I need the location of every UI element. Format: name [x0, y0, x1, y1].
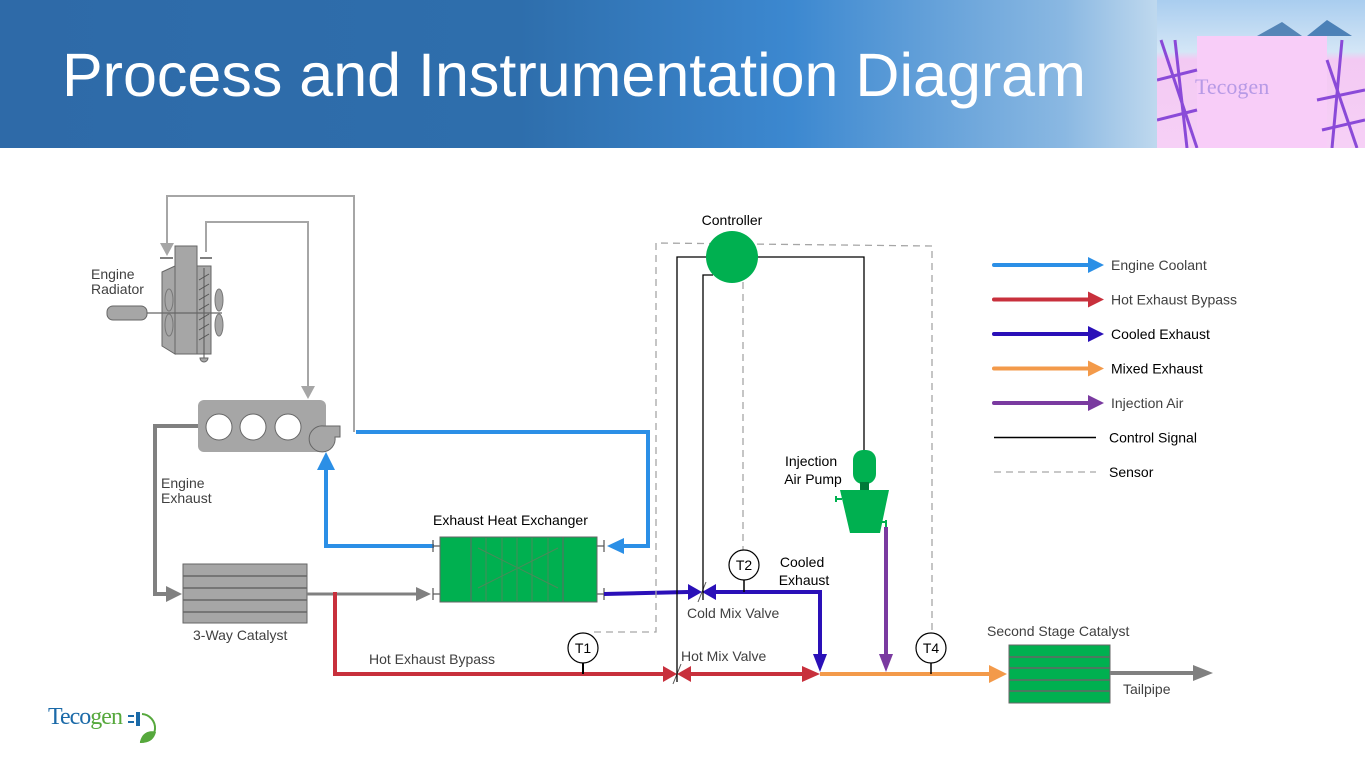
building-graphic — [1157, 20, 1365, 148]
hot-bypass-mix-arrow — [802, 666, 820, 682]
sensor-t1: T1 — [567, 632, 599, 674]
hot-exhaust-bypass-line — [333, 592, 664, 676]
coolant-hx-inlet-arrow — [607, 538, 624, 554]
svg-text:T4: T4 — [923, 640, 940, 656]
legend-item: Hot Exhaust Bypass — [992, 291, 1237, 308]
legend-arrowhead — [1088, 257, 1104, 273]
plug-leaf-icon — [128, 712, 157, 744]
injection-air-arrow — [879, 654, 893, 672]
engine-radiator — [106, 245, 224, 363]
svg-text:T2: T2 — [736, 557, 753, 573]
hot-mix-valve-label: Hot Mix Valve — [681, 648, 767, 664]
cooled-exhaust-label: Cooled Exhaust — [779, 554, 830, 588]
legend-label: Injection Air — [1111, 395, 1184, 411]
legend-arrowhead — [1088, 395, 1104, 411]
cold-mix-valve-label: Cold Mix Valve — [687, 605, 780, 621]
legend-item: Control Signal — [994, 430, 1197, 446]
injection-air-pump — [835, 450, 889, 533]
controller-label: Controller — [702, 212, 763, 228]
engine-coolant-loop — [324, 430, 650, 548]
three-way-catalyst — [182, 563, 308, 624]
legend-label: Control Signal — [1109, 430, 1197, 446]
engine-inlet-arrow — [301, 386, 315, 399]
cooled-exhaust-to-mix-line — [716, 590, 822, 658]
cooled-exhaust-from-hx-line — [603, 590, 689, 596]
legend-item: Cooled Exhaust — [992, 326, 1210, 342]
svg-text:T1: T1 — [575, 640, 592, 656]
legend-label: Hot Exhaust Bypass — [1111, 292, 1237, 308]
page-title: Process and Instrumentation Diagram — [62, 41, 1086, 109]
sensor-t4: T4 — [915, 632, 947, 674]
exhaust-heat-exchanger — [432, 536, 605, 603]
legend-label: Engine Coolant — [1111, 257, 1207, 273]
header-brand-text: Tecogen — [1195, 74, 1270, 99]
header-photo: Tecogen — [1157, 0, 1365, 148]
legend-label: Sensor — [1109, 464, 1154, 480]
engine-radiator-label: Engine Radiator — [91, 266, 144, 297]
hot-exhaust-bypass-label: Hot Exhaust Bypass — [369, 651, 495, 667]
engine-block — [198, 400, 341, 453]
engine-exhaust-line — [153, 424, 198, 596]
mixed-exhaust-arrow — [989, 665, 1007, 683]
legend-arrowhead — [1088, 291, 1104, 308]
control-signal-lines — [676, 256, 865, 682]
legend-label: Cooled Exhaust — [1111, 326, 1210, 342]
three-way-catalyst-label: 3-Way Catalyst — [193, 627, 288, 643]
sensor-lines — [594, 242, 933, 633]
logo-text-gen: gen — [90, 704, 123, 730]
second-stage-catalyst-label: Second Stage Catalyst — [987, 623, 1130, 639]
cold-mix-valve — [688, 581, 716, 603]
engine-exhaust-label: Engine Exhaust — [161, 475, 212, 506]
cooled-exhaust-mix-arrow — [813, 654, 827, 672]
exhaust-heat-exchanger-label: Exhaust Heat Exchanger — [433, 512, 588, 528]
radiator-inlet-arrow — [160, 243, 174, 256]
catalyst-to-hx-arrow — [416, 587, 431, 601]
tailpipe-arrow — [1193, 665, 1213, 681]
engine-exhaust-arrow — [166, 586, 182, 602]
radiator-coolant-lines — [166, 195, 355, 432]
legend-item: Engine Coolant — [992, 257, 1207, 273]
sensor-t2: T2 — [728, 549, 760, 592]
legend-item: Mixed Exhaust — [992, 360, 1203, 377]
logo-text-teco: Teco — [48, 704, 91, 730]
tecogen-logo: Tecogen — [48, 704, 157, 744]
legend-label: Mixed Exhaust — [1111, 361, 1203, 377]
legend-item: Injection Air — [992, 395, 1184, 411]
legend-arrowhead — [1088, 360, 1104, 377]
controller — [706, 231, 758, 283]
title-banner: Process and Instrumentation Diagram Teco… — [0, 0, 1365, 148]
injection-air-pump-label: Injection Air Pump — [784, 453, 842, 487]
coolant-engine-inlet-arrow — [317, 452, 335, 470]
legend-arrowhead — [1088, 326, 1104, 342]
second-stage-catalyst — [1008, 644, 1111, 704]
tailpipe-label: Tailpipe — [1123, 681, 1171, 697]
legend-item: Sensor — [994, 464, 1154, 480]
